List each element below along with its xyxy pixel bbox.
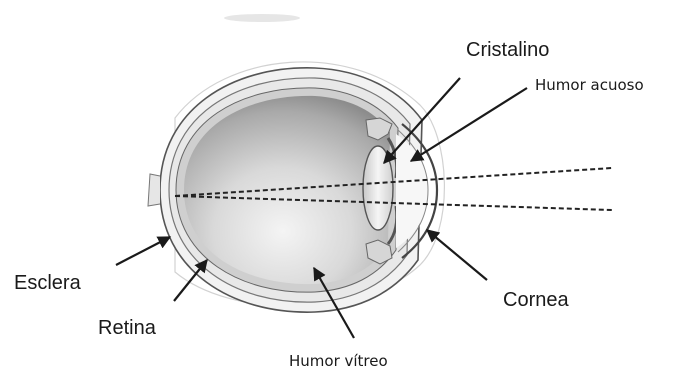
arrow-humor-acuoso xyxy=(411,88,527,161)
top-smudge xyxy=(224,14,300,22)
label-humor-vitreo: Humor vítreo xyxy=(289,354,388,369)
optic-nerve xyxy=(148,174,160,206)
label-cristalino: Cristalino xyxy=(466,40,549,60)
label-esclera: Esclera xyxy=(14,273,81,293)
label-retina: Retina xyxy=(98,318,156,338)
arrow-esclera xyxy=(116,237,170,265)
aqueous-chamber xyxy=(396,134,428,248)
arrow-cornea xyxy=(427,230,487,280)
label-humor-acuoso: Humor acuoso xyxy=(535,78,644,93)
label-cornea: Cornea xyxy=(503,290,569,310)
